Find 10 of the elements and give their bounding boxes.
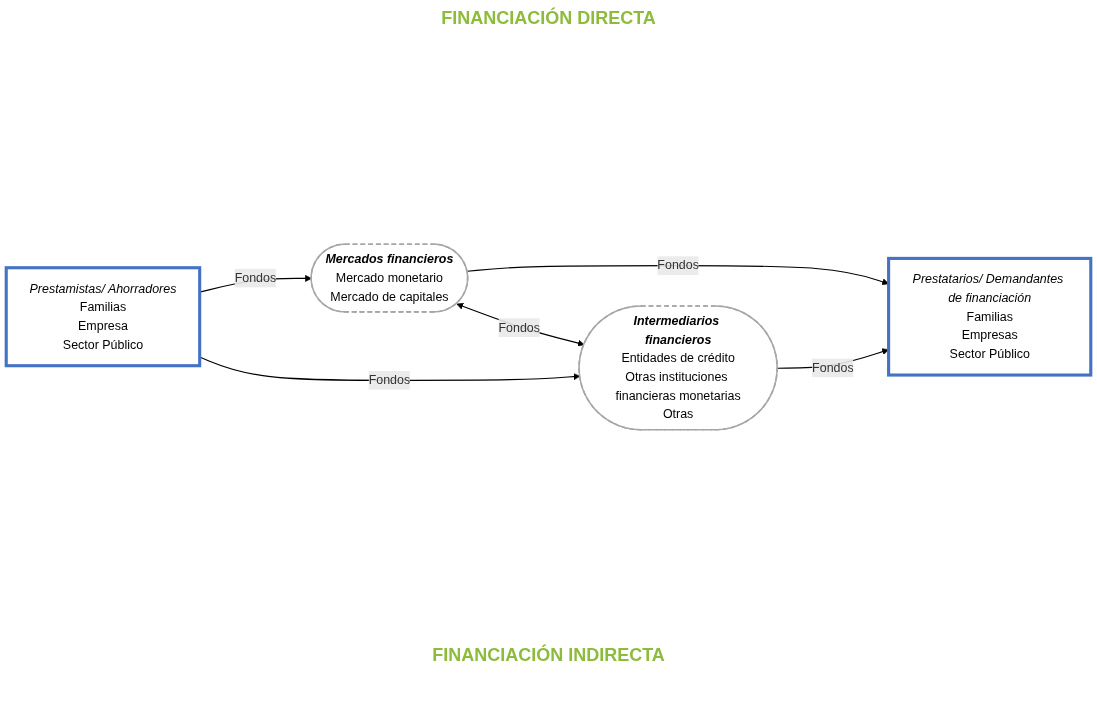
edge-label: Fondos [234, 271, 277, 285]
arrow [456, 303, 585, 347]
diagram-title: FINANCIACIÓN DIRECTA [440, 8, 657, 29]
edge-label: Fondos [657, 258, 699, 272]
edge-label: Fondos [498, 320, 541, 334]
section-label: FINANCIACIÓN INDIRECTA [431, 645, 666, 666]
node-box: Prestatarios/ Demandantes de financiación Familias Empresas Sector Público [887, 256, 1093, 377]
edge-label: Fondos [368, 373, 411, 387]
edge-label: Fondos [812, 360, 854, 375]
node-box: Prestamistas/ Ahorradores Familias Empresa Sector Público [4, 266, 202, 368]
